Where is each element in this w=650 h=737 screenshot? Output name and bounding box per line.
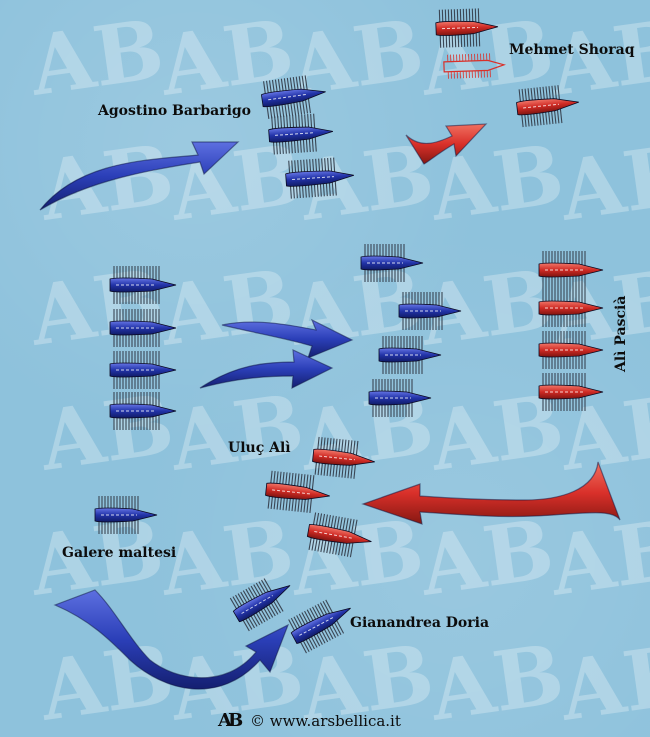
fleet-layer — [94, 8, 604, 654]
arrow-icon — [361, 461, 621, 525]
watermark-logo: AB — [413, 501, 559, 615]
label-maltesi: Galere maltesi — [62, 545, 177, 561]
galley-icon — [265, 470, 330, 514]
arrow-icon — [53, 589, 290, 690]
watermark-logo: AB — [33, 126, 179, 240]
galley-icon — [368, 379, 432, 417]
arrow-layer — [39, 123, 621, 690]
watermark-logo: AB — [553, 126, 650, 240]
label-shoraq: Mehmet Shoraq — [509, 42, 635, 58]
galley-icon — [435, 8, 499, 48]
arrow-icon — [405, 123, 488, 165]
watermark-logo: AB — [163, 376, 309, 490]
arrow-icon — [39, 141, 240, 211]
arrow-icon — [221, 318, 354, 360]
galley-icon — [538, 331, 604, 369]
galley-icon — [260, 75, 326, 119]
watermark-logo: AB — [33, 376, 179, 490]
label-ali-pascia: Alì Pascià — [613, 295, 629, 372]
galley-icon — [306, 512, 372, 558]
galley-icon — [360, 244, 424, 282]
galley-icon — [378, 336, 442, 374]
logo-icon: AB — [218, 710, 243, 731]
galley-icon — [398, 292, 462, 330]
copyright-symbol: © — [249, 712, 265, 730]
site-url[interactable]: www.arsbellica.it — [269, 712, 401, 730]
galley-icon — [109, 309, 177, 347]
watermark-logo: AB — [543, 501, 650, 615]
galley-icon — [538, 251, 604, 289]
galley-icon — [268, 113, 334, 155]
watermark-logo: AB — [423, 626, 569, 737]
galley-icon — [109, 266, 177, 304]
watermark-logo: AB — [33, 626, 179, 737]
arrow-icon — [199, 349, 334, 390]
galley-icon — [94, 496, 158, 534]
watermark-layer: ABABABABABABABABABABABABABABABABABABABAB… — [23, 1, 650, 737]
label-doria: Gianandrea Doria — [350, 615, 490, 631]
watermark-logo: AB — [153, 251, 299, 365]
galley-icon — [285, 157, 355, 199]
footer-credit: AB © www.arsbellica.it — [218, 710, 401, 731]
label-uluc-ali: Uluç Alì — [228, 440, 291, 456]
watermark-logo: AB — [293, 626, 439, 737]
galley-icon — [538, 289, 604, 327]
label-barbarigo: Agostino Barbarigo — [98, 103, 252, 119]
watermark-logo: AB — [23, 1, 169, 115]
galley-icon — [229, 578, 291, 632]
galley-icon — [443, 53, 506, 79]
watermark-logo: AB — [23, 251, 169, 365]
galley-icon — [516, 85, 579, 128]
galley-icon — [109, 392, 177, 430]
watermark-logo: AB — [553, 626, 650, 737]
galley-icon — [109, 351, 177, 389]
galley-icon — [288, 599, 351, 654]
galley-icon — [538, 373, 604, 411]
galley-icon — [312, 436, 375, 479]
watermark-logo: AB — [543, 1, 650, 115]
watermark-logo: AB — [163, 126, 309, 240]
